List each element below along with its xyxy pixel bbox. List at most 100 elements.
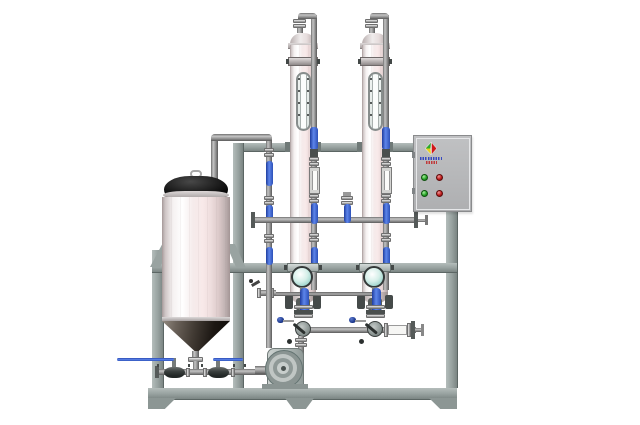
column2-sight-glass-bolts-right	[379, 78, 381, 126]
frame-foot-right	[429, 398, 457, 409]
outlet-valve2-handle	[213, 357, 243, 361]
recirc-lever-knob	[249, 279, 253, 283]
recirculation-pipe	[276, 292, 374, 296]
logo-diamond	[425, 142, 437, 155]
column2-top-clampb	[365, 23, 378, 28]
column1-riser-clamp2b	[309, 198, 319, 203]
column1-bfv-body	[294, 309, 313, 314]
column1-bottom-lug-right	[313, 295, 321, 309]
column2-riser-handle3	[382, 247, 390, 266]
column1-sample-knob	[277, 316, 284, 323]
tank-cone	[162, 321, 230, 353]
column2-mount-bolt-right	[391, 265, 394, 270]
column1-sight-glass-bolts-right	[307, 78, 309, 126]
bottom-pipe-end-cap	[421, 323, 424, 336]
column2-bottom-lug-left	[357, 295, 365, 309]
column1-bfv-clampb	[294, 314, 313, 318]
tank-cone-weld-band	[162, 317, 230, 321]
column2-riser-clamp3b	[381, 237, 391, 242]
upper-manifold-pipe	[254, 217, 418, 223]
sightflow-clamp-left	[384, 322, 388, 337]
column1-top-stub	[297, 26, 303, 33]
frame-top-rail	[233, 143, 457, 152]
riserA-valve-handle2	[265, 205, 273, 223]
column1-sight-glass-bolts-left	[298, 78, 300, 126]
column1-bottom-valve-handle	[300, 288, 309, 316]
cabinet-hinge-top	[411, 152, 415, 158]
tank-feed-pipe-vertical	[211, 134, 218, 191]
column2-riser-clamp2a	[381, 194, 391, 198]
column2-mount-bolt-left	[356, 265, 359, 270]
column1-riser-clamp2a	[309, 194, 319, 198]
column1-top-clampa	[293, 19, 306, 23]
bottom-manifold-pipe	[303, 327, 416, 333]
column2-riser-clamp3a	[381, 233, 391, 237]
column2-top-stub	[369, 26, 375, 33]
outlet-clamp3	[231, 367, 235, 377]
column1-mount-bolt-left	[284, 265, 287, 270]
column2-bottom-valve-handle	[372, 288, 381, 316]
frame-foot-left	[148, 398, 176, 409]
indicator-light-red-2	[436, 190, 443, 197]
outlet-bolt4	[233, 363, 235, 367]
column2-riser-clamp1a	[381, 157, 391, 161]
column2-bfv-lever-ball	[359, 339, 364, 344]
riser-pump-pipe	[266, 137, 272, 348]
pump-clampb	[295, 342, 307, 347]
tank-outlet-stub	[192, 351, 199, 360]
manifold-flange-left	[251, 212, 255, 228]
column1-mount-bolt-right	[319, 265, 322, 270]
column2-band-bolt-right	[389, 59, 392, 64]
outlet-valve1-body	[164, 366, 185, 378]
control-cabinet	[413, 135, 472, 212]
column1-top-clampb	[293, 23, 306, 28]
outlet-clamp1	[186, 367, 190, 377]
indicator-light-green-2	[420, 190, 428, 197]
logo-caption-line2	[426, 161, 437, 164]
riserA-clamp3b	[264, 238, 274, 243]
tank-feed-pipe-horizontal	[211, 134, 272, 141]
frame-foot-center	[285, 398, 314, 409]
tank-shell	[162, 197, 230, 319]
outlet-clamp2	[203, 367, 207, 377]
column2-gauge	[363, 266, 385, 288]
column2-band-bolt-left	[358, 59, 361, 64]
column1-band-bolt-left	[286, 59, 289, 64]
column1-riser-clamp1a	[309, 157, 319, 161]
pump-base	[262, 384, 308, 389]
column1-riser-handle-top	[310, 127, 318, 150]
logo-caption-line1	[420, 157, 442, 160]
indicator-light-red-1	[436, 174, 443, 181]
riser-pump-elbow	[265, 134, 272, 141]
riserA-clamp2b	[264, 200, 274, 205]
riserA-clamp2a	[264, 196, 274, 200]
column2-riser-valve-body	[382, 149, 390, 157]
column1-top-elbow	[298, 13, 317, 19]
cabinet-hinge-bottom	[411, 188, 415, 194]
outlet-valve2-body	[208, 366, 229, 378]
column2-bfv-body	[366, 309, 385, 314]
column2-top-clampa	[365, 19, 378, 23]
riserA-valve-handle1	[265, 161, 273, 186]
column1-riser-clamp3a	[309, 233, 319, 237]
midvalve-cap	[343, 192, 351, 196]
indicator-light-green-1	[421, 174, 428, 181]
column2-sample-knob	[349, 316, 356, 323]
column1-sight-glass-slot	[300, 75, 307, 128]
column1-riser-handle3	[310, 247, 318, 266]
column1-riser-clamp1b	[309, 161, 319, 166]
recirc-clamp-left	[257, 287, 261, 298]
column1-riser-valve-body	[310, 149, 318, 157]
column1-bfv-clampa	[294, 305, 313, 309]
sightflow-clamp-right	[407, 322, 411, 337]
manifold-flange-right	[414, 212, 418, 228]
column2-riser-handle2	[382, 203, 390, 224]
column2-riser-clamp2b	[381, 198, 391, 203]
bottom-pipe-end-flange	[411, 320, 415, 339]
riserA-clamp1b	[264, 152, 274, 157]
column2-rotameter-tube	[383, 171, 390, 190]
column2-sample-stem	[355, 319, 366, 322]
riserA-clamp1a	[264, 148, 274, 152]
column1-bfv-lever-ball	[287, 339, 292, 344]
